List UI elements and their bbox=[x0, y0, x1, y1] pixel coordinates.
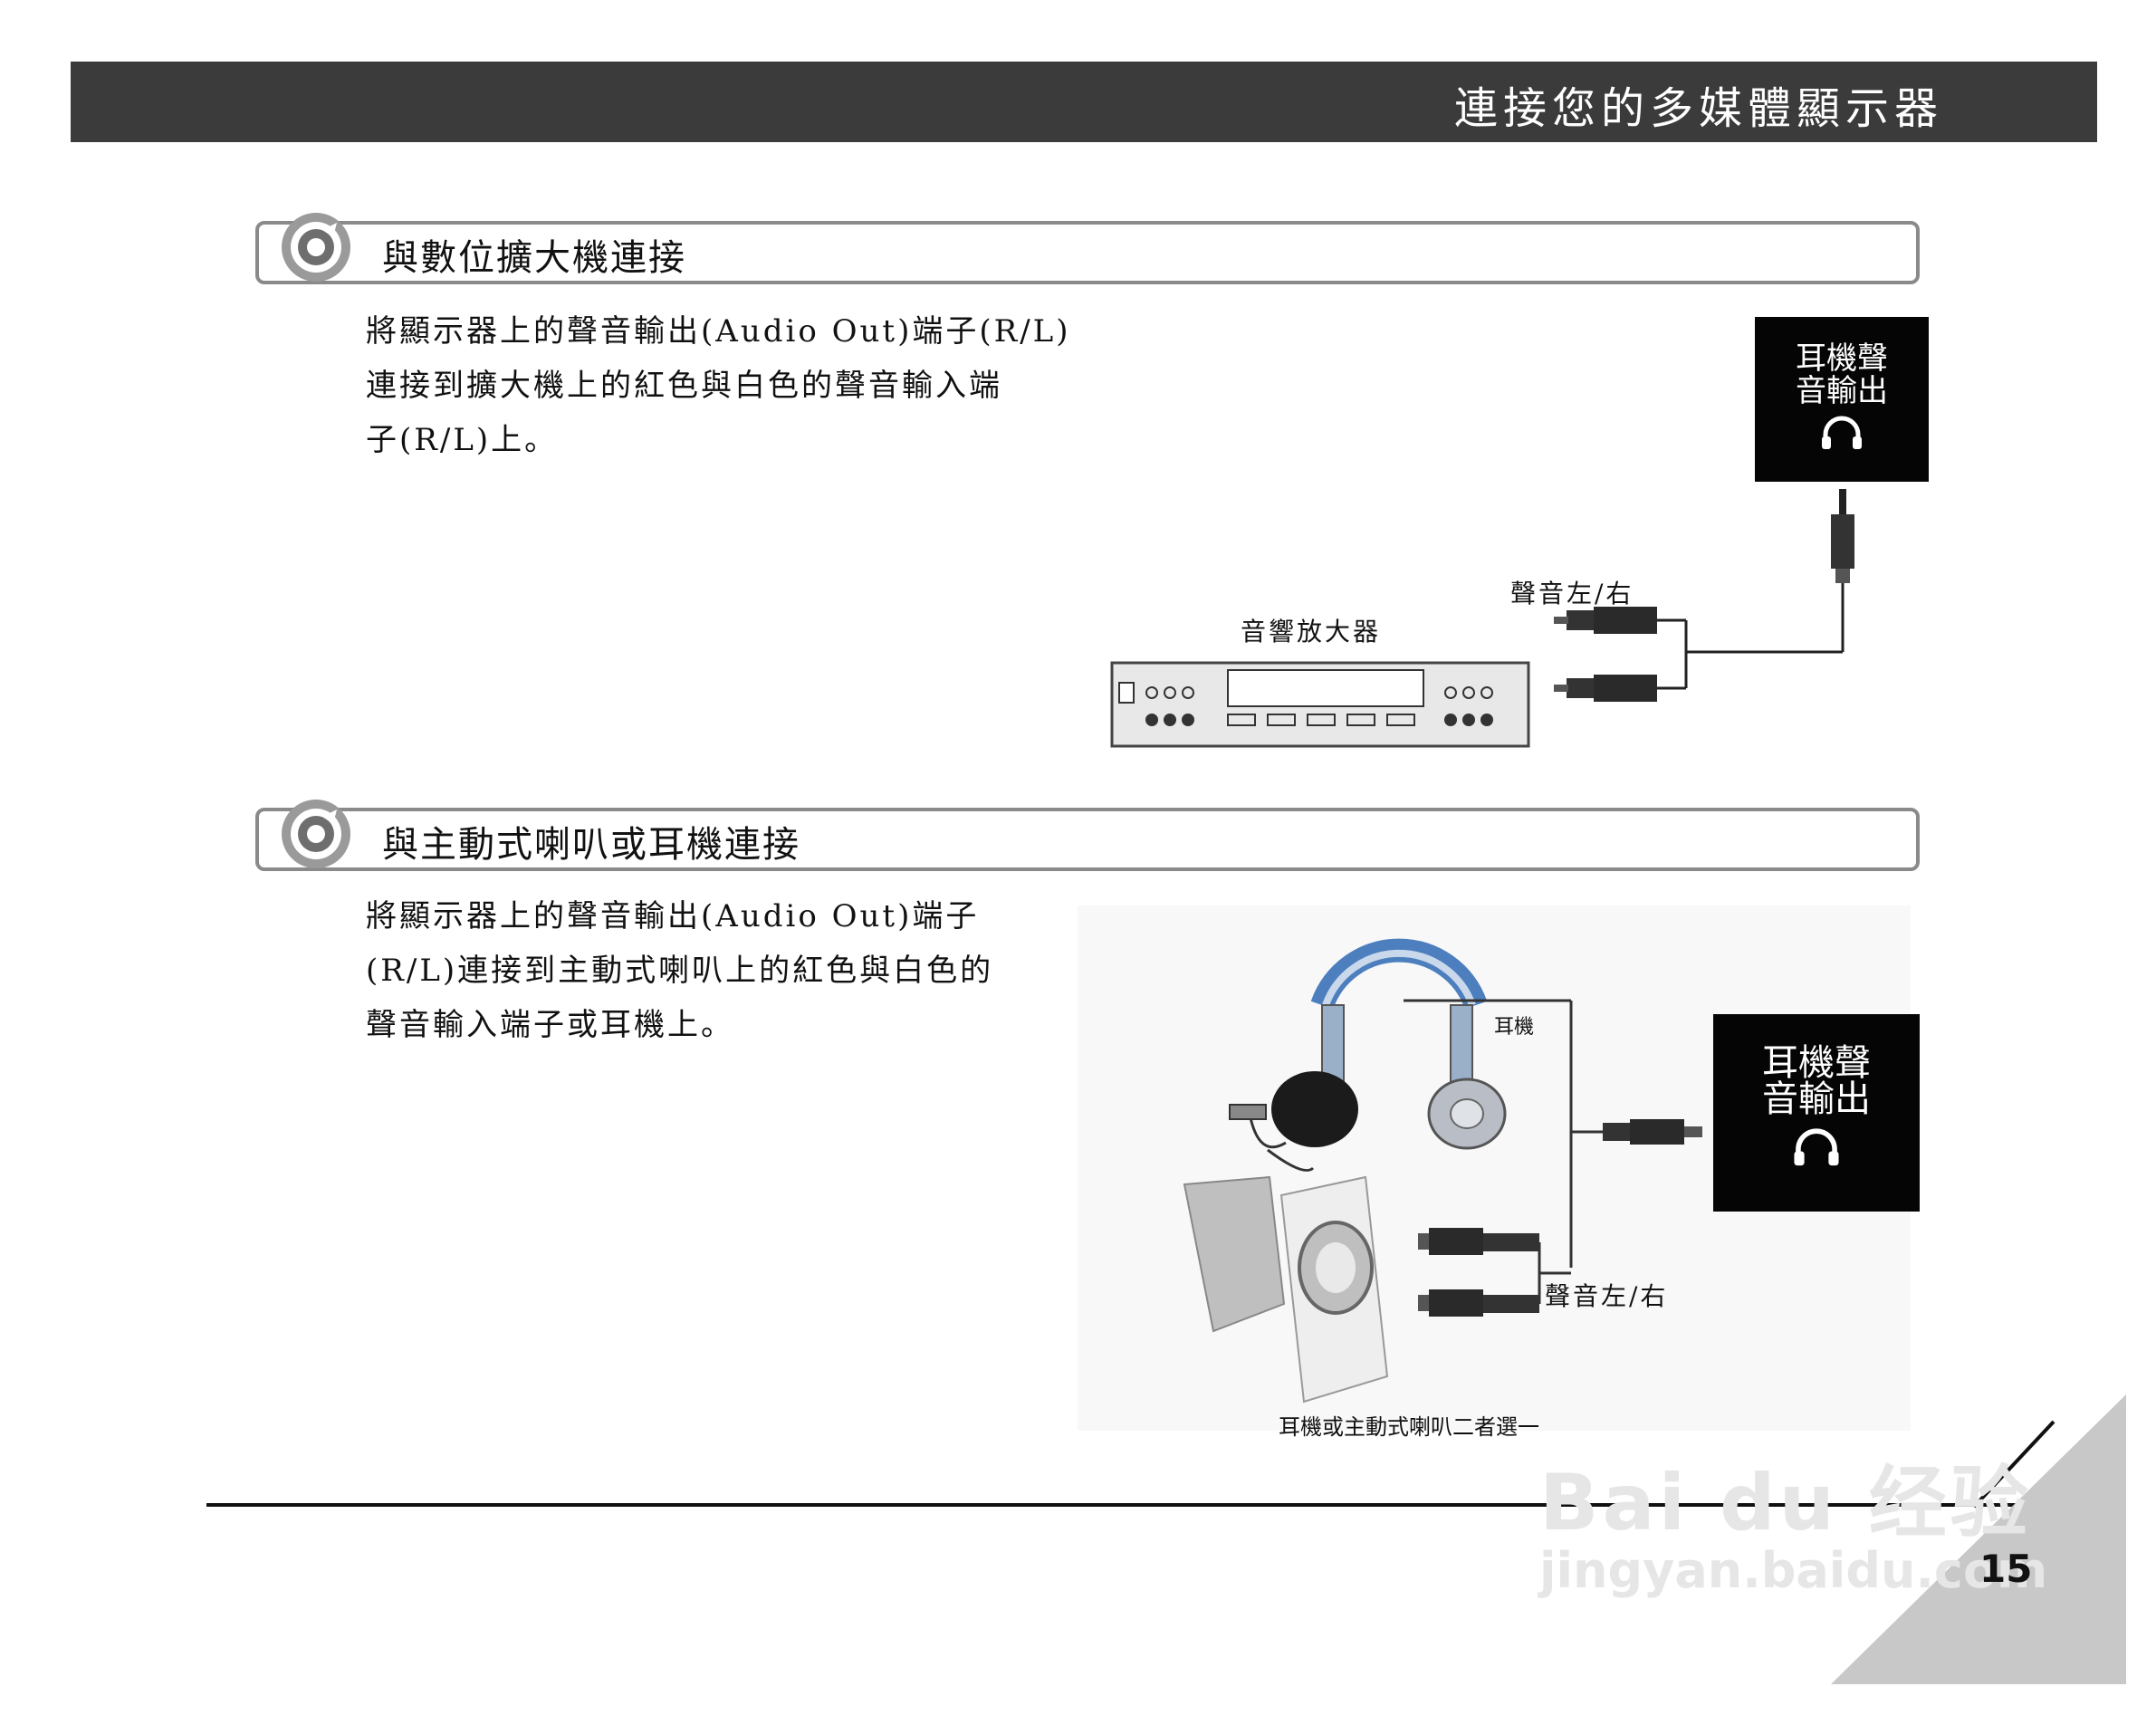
section-title: 與主動式喇叭或耳機連接 bbox=[382, 824, 800, 866]
headphone-icon bbox=[1822, 416, 1862, 449]
target-icon bbox=[282, 800, 350, 868]
audio-lr-label: 聲音左/右 bbox=[1545, 1281, 1669, 1311]
watermark: Bai du 经验 jingyan.baidu.com bbox=[1539, 1462, 2047, 1598]
speakers-illustration bbox=[1183, 1175, 1389, 1404]
header-bar: 連接您的多媒體顯示器 bbox=[71, 62, 2097, 142]
page-number: 15 bbox=[1979, 1547, 2033, 1591]
audio-output-box: 耳機聲 音輸出 bbox=[1755, 317, 1929, 482]
rca-plug bbox=[1418, 1228, 1539, 1255]
body-line: 聲音輸入端子或耳機上。 bbox=[366, 1007, 734, 1043]
body-line: 將顯示器上的聲音輸出(Audio Out)端子 bbox=[366, 898, 980, 934]
rca-plug bbox=[1554, 607, 1657, 634]
output-label-line: 耳機聲 bbox=[1762, 1042, 1871, 1084]
audio-lr-label: 聲音左/右 bbox=[1510, 579, 1634, 608]
headphone-icon bbox=[1794, 1128, 1839, 1166]
section-body-amplifier: 將顯示器上的聲音輸出(Audio Out)端子(R/L) 連接到擴大機上的紅色與… bbox=[366, 304, 1071, 467]
output-label-line: 音輸出 bbox=[1796, 373, 1888, 409]
rca-plug bbox=[1554, 675, 1657, 702]
body-line: (R/L)連接到主動式喇叭上的紅色與白色的 bbox=[366, 953, 994, 989]
section-header-amplifier: 與數位擴大機連接 bbox=[255, 213, 1920, 284]
watermark-url: jingyan.baidu.com bbox=[1539, 1542, 2048, 1599]
amplifier-label: 音響放大器 bbox=[1241, 617, 1382, 647]
3.5mm-plug bbox=[1603, 1119, 1702, 1145]
diagram-caption: 耳機或主動式喇叭二者選一 bbox=[1279, 1414, 1539, 1440]
rca-plug bbox=[1418, 1289, 1539, 1317]
section-title: 與數位擴大機連接 bbox=[382, 237, 686, 279]
header-title: 連接您的多媒體顯示器 bbox=[1453, 83, 1943, 134]
watermark-logo: Bai du 经验 bbox=[1539, 1458, 2032, 1548]
body-line: 連接到擴大機上的紅色與白色的聲音輸入端 bbox=[366, 368, 1002, 404]
headphones-illustration bbox=[1229, 938, 1507, 1172]
body-line: 子(R/L)上。 bbox=[366, 422, 559, 458]
audio-output-box: 耳機聲 音輸出 bbox=[1713, 1014, 1920, 1212]
target-icon bbox=[282, 213, 350, 282]
output-label-line: 音輸出 bbox=[1762, 1078, 1871, 1120]
amplifier-device bbox=[1110, 661, 1530, 748]
section-header-speakers: 與主動式喇叭或耳機連接 bbox=[255, 800, 1920, 871]
footer-rule bbox=[206, 1503, 2036, 1507]
amplifier-connection-diagram bbox=[1110, 489, 1854, 748]
body-line: 將顯示器上的聲音輸出(Audio Out)端子(R/L) bbox=[366, 313, 1071, 350]
section-body-speakers: 將顯示器上的聲音輸出(Audio Out)端子 (R/L)連接到主動式喇叭上的紅… bbox=[366, 889, 993, 1052]
headphone-label: 耳機 bbox=[1494, 1016, 1535, 1039]
speaker-connection-diagram bbox=[1183, 938, 1702, 1404]
output-label-line: 耳機聲 bbox=[1796, 340, 1888, 377]
